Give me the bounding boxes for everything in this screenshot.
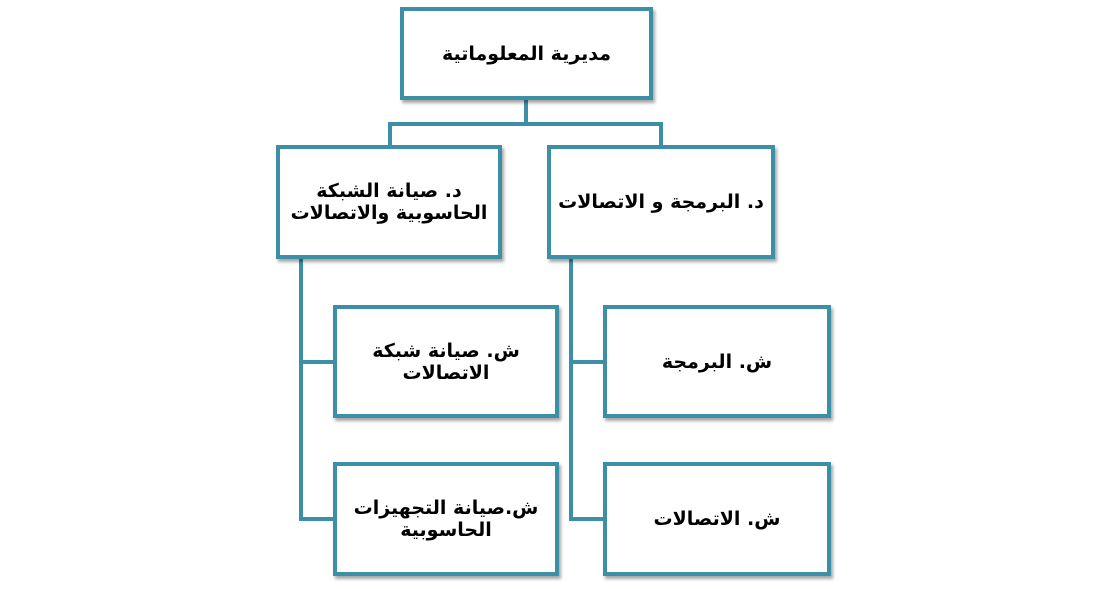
node-network-maintenance-department: د. صيانة الشبكة الحاسوبية والاتصالات xyxy=(276,145,502,259)
node-communications-division: ش. الاتصالات xyxy=(603,462,831,576)
node-network-maintenance-division: ش. صيانة شبكة الاتصالات xyxy=(333,305,559,418)
node-programming-division: ش. البرمجة xyxy=(603,305,831,418)
node-programming-communications-department: د. البرمجة و الاتصالات xyxy=(547,145,775,259)
node-label: ش. صيانة شبكة الاتصالات xyxy=(372,339,520,384)
node-label: د. صيانة الشبكة الحاسوبية والاتصالات xyxy=(290,180,488,224)
node-label: د. البرمجة و الاتصالات xyxy=(558,191,764,213)
node-label: ش. البرمجة xyxy=(661,350,773,373)
node-label: ش.صيانة التجهيزات الحاسوبية xyxy=(353,497,539,541)
node-informatics-directorate: مديرية المعلوماتية xyxy=(400,7,653,100)
node-equipment-maintenance-division: ش.صيانة التجهيزات الحاسوبية xyxy=(333,462,559,576)
node-label: مديرية المعلوماتية xyxy=(441,42,612,65)
node-label: ش. الاتصالات xyxy=(653,508,781,530)
